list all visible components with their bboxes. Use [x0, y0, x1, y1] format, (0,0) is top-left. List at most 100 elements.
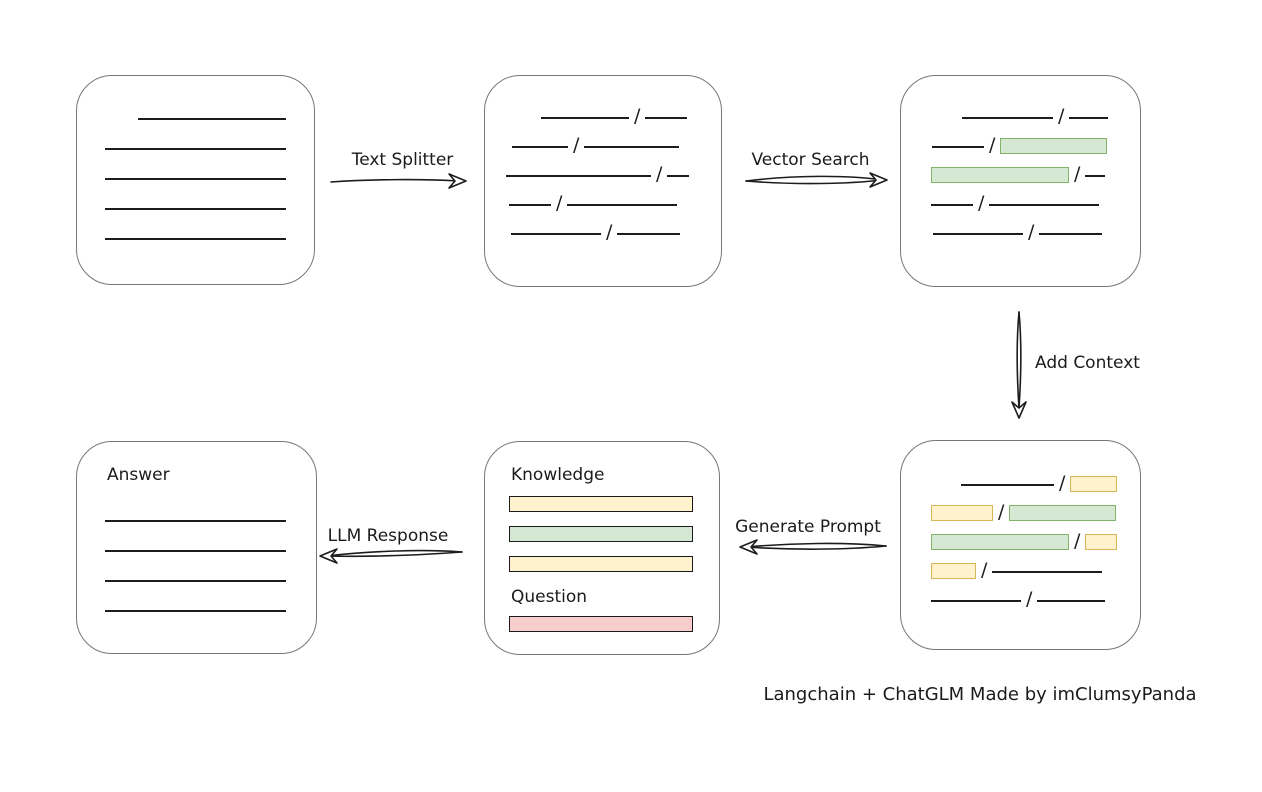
text-line [992, 571, 1103, 573]
text-row: / [921, 521, 1140, 552]
highlight-green [931, 534, 1069, 550]
text-line [989, 204, 1100, 206]
text-line [667, 175, 690, 177]
text-line [105, 610, 286, 612]
vector-search-label: Vector Search [751, 150, 870, 170]
slash-separator: / [981, 559, 988, 581]
text-row [105, 126, 314, 156]
text-line [512, 146, 568, 148]
slash-separator: / [634, 105, 641, 127]
text-line [962, 117, 1053, 119]
generate-prompt-label: Generate Prompt [735, 517, 881, 537]
text-splitter-arrow [330, 173, 467, 189]
text-row: / [505, 183, 721, 214]
answer-label: Answer [107, 465, 170, 485]
knowledge-bar-green [509, 526, 693, 542]
prompt-box: Knowledge Question [484, 441, 720, 655]
text-line [961, 484, 1054, 486]
text-row: / [921, 550, 1140, 581]
text-line [567, 204, 678, 206]
slash-separator: / [556, 192, 563, 214]
slash-separator: / [606, 221, 613, 243]
text-line [105, 238, 286, 240]
knowledge-bar-yellow [509, 496, 693, 512]
context-box: / / / / / [900, 440, 1141, 650]
highlight-green [931, 167, 1069, 183]
text-row: / [921, 492, 1140, 523]
highlight-green [1000, 138, 1108, 154]
slash-separator: / [978, 192, 985, 214]
text-line [541, 117, 629, 119]
split-chunks-box: / / / / / [484, 75, 722, 287]
add-context-label: Add Context [1035, 353, 1140, 373]
text-row: / [921, 463, 1140, 494]
slash-separator: / [1058, 105, 1065, 127]
text-row: / [921, 125, 1140, 156]
llm-response-label: LLM Response [327, 526, 449, 546]
diagram-caption: Langchain + ChatGLM Made by imClumsyPand… [763, 684, 1197, 705]
vector-search-arrow [745, 172, 888, 188]
llm-response-arrow [319, 548, 463, 564]
text-row: / [505, 125, 721, 156]
text-line [105, 520, 286, 522]
text-line [105, 208, 286, 210]
slash-separator: / [1028, 221, 1035, 243]
text-line [105, 580, 286, 582]
text-line [105, 148, 286, 150]
highlight-yellow [931, 563, 976, 579]
answer-box: Answer [76, 441, 317, 654]
question-label: Question [511, 587, 588, 607]
knowledge-bar-yellow [509, 556, 693, 572]
text-line [645, 117, 688, 119]
text-row: / [921, 154, 1140, 185]
knowledge-label: Knowledge [511, 465, 605, 485]
text-row [105, 156, 314, 186]
text-line [105, 178, 286, 180]
slash-separator: / [998, 501, 1005, 523]
text-line [1069, 117, 1109, 119]
text-line [1039, 233, 1103, 235]
question-bar-red [509, 616, 693, 632]
highlight-yellow [1085, 534, 1118, 550]
knowledge-bars [509, 496, 719, 572]
text-row: / [921, 579, 1140, 610]
text-line [1037, 600, 1106, 602]
text-row [105, 216, 314, 246]
text-line [931, 600, 1021, 602]
text-line [933, 233, 1023, 235]
retrieved-chunks-box: / / / / / [900, 75, 1141, 287]
slash-separator: / [1074, 530, 1081, 552]
text-line [931, 204, 973, 206]
text-line [138, 118, 286, 120]
add-context-arrow [1011, 311, 1027, 419]
text-row: / [921, 212, 1140, 243]
text-line [1085, 175, 1106, 177]
text-row: / [921, 183, 1140, 214]
text-row [105, 588, 316, 618]
slash-separator: / [1059, 472, 1066, 494]
text-splitter-label: Text Splitter [351, 150, 454, 170]
highlight-yellow [1070, 476, 1118, 492]
text-row: / [921, 96, 1140, 127]
document-box [76, 75, 315, 285]
highlight-green [1009, 505, 1117, 521]
text-row [105, 558, 316, 588]
slash-separator: / [656, 163, 663, 185]
slash-separator: / [1074, 163, 1081, 185]
text-row [105, 498, 316, 528]
text-row [105, 186, 314, 216]
text-row: / [505, 154, 721, 185]
text-row [105, 528, 316, 558]
generate-prompt-arrow [739, 539, 887, 555]
slash-separator: / [573, 134, 580, 156]
text-line [509, 204, 551, 206]
text-row [105, 96, 314, 126]
text-line [584, 146, 680, 148]
slash-separator: / [989, 134, 996, 156]
text-line [506, 175, 651, 177]
question-bars [509, 616, 719, 632]
text-line [511, 233, 601, 235]
text-line [105, 550, 286, 552]
slash-separator: / [1026, 588, 1033, 610]
